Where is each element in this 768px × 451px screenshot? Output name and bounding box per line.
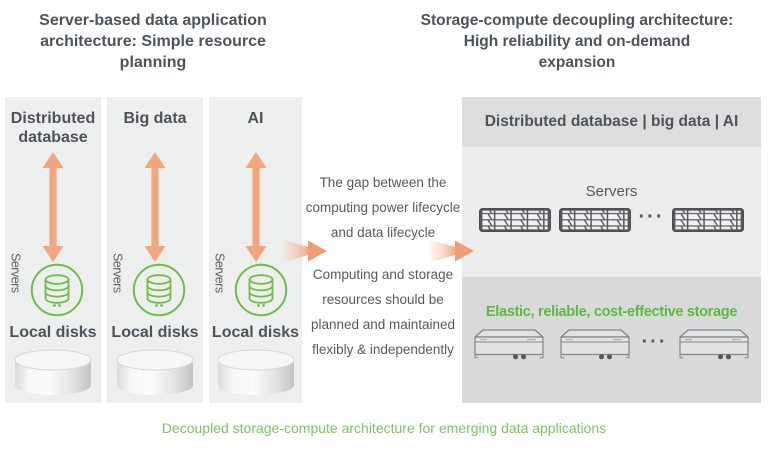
left-title-line3: planning <box>119 54 187 71</box>
column-distributed-database: Distributed database Servers Local disks <box>5 97 101 403</box>
ellipsis: ··· <box>641 331 668 353</box>
storage-icons-row: ··· <box>462 327 761 363</box>
right-title-line1: Storage-compute decoupling architecture: <box>420 12 734 29</box>
diagram-caption: Decoupled storage-compute architecture f… <box>161 420 607 436</box>
right-title-line3: expansion <box>538 54 616 71</box>
database-circle-icon <box>30 263 84 317</box>
disk-cylinder-icon <box>217 349 294 395</box>
server-rack-icon <box>558 208 631 232</box>
right-title-line2: High reliability and on-demand <box>463 33 691 50</box>
double-arrow-icon <box>144 152 166 262</box>
storage-label: Elastic, reliable, cost-effective storag… <box>485 304 738 320</box>
double-arrow-icon <box>42 152 64 262</box>
gap-note: The gap between the computing power life… <box>305 175 461 240</box>
servers-rotated-label: Servers <box>212 253 227 293</box>
servers-band: Servers ··· <box>462 147 761 277</box>
decoupled-architecture-box: Distributed database | big data | AI Ser… <box>462 97 761 403</box>
database-circle-icon <box>132 263 186 317</box>
flow-arrow-left-icon <box>281 239 327 263</box>
flow-arrow-right-icon <box>428 239 474 263</box>
ellipsis: ··· <box>638 206 665 228</box>
server-rack-icon <box>478 208 551 232</box>
local-disks-label: Local disks <box>9 324 97 341</box>
left-title-line2: architecture: Simple resource <box>40 33 266 50</box>
local-disks-label: Local disks <box>211 324 300 341</box>
local-disks-label: Local disks <box>111 324 199 341</box>
left-title-line1: Server-based data application <box>39 12 267 29</box>
storage-appliance-icon <box>559 329 630 360</box>
storage-appliance-icon <box>679 329 750 360</box>
servers-rotated-label: Servers <box>8 253 23 293</box>
servers-rotated-label: Servers <box>110 253 125 293</box>
column-label: AI <box>247 110 264 127</box>
planning-note: Computing and storage resources should b… <box>310 267 456 357</box>
server-icons-row: ··· <box>462 207 761 233</box>
right-title: Storage-compute decoupling architecture:… <box>412 10 742 73</box>
double-arrow-icon <box>245 152 266 262</box>
column-label: Distributed database <box>10 110 96 146</box>
left-title: Server-based data application architectu… <box>18 10 288 73</box>
workloads-header: Distributed database | big data | AI <box>462 97 761 147</box>
storage-appliance-icon <box>473 329 544 360</box>
column-big-data: Big data Servers Local disks <box>107 97 203 403</box>
column-label: Big data <box>123 110 187 127</box>
storage-band: Elastic, reliable, cost-effective storag… <box>462 277 761 403</box>
disk-cylinder-icon <box>116 349 194 395</box>
database-circle-icon <box>234 263 288 317</box>
server-rack-icon <box>672 208 745 232</box>
servers-label: Servers <box>585 183 638 200</box>
disk-cylinder-icon <box>14 349 92 395</box>
